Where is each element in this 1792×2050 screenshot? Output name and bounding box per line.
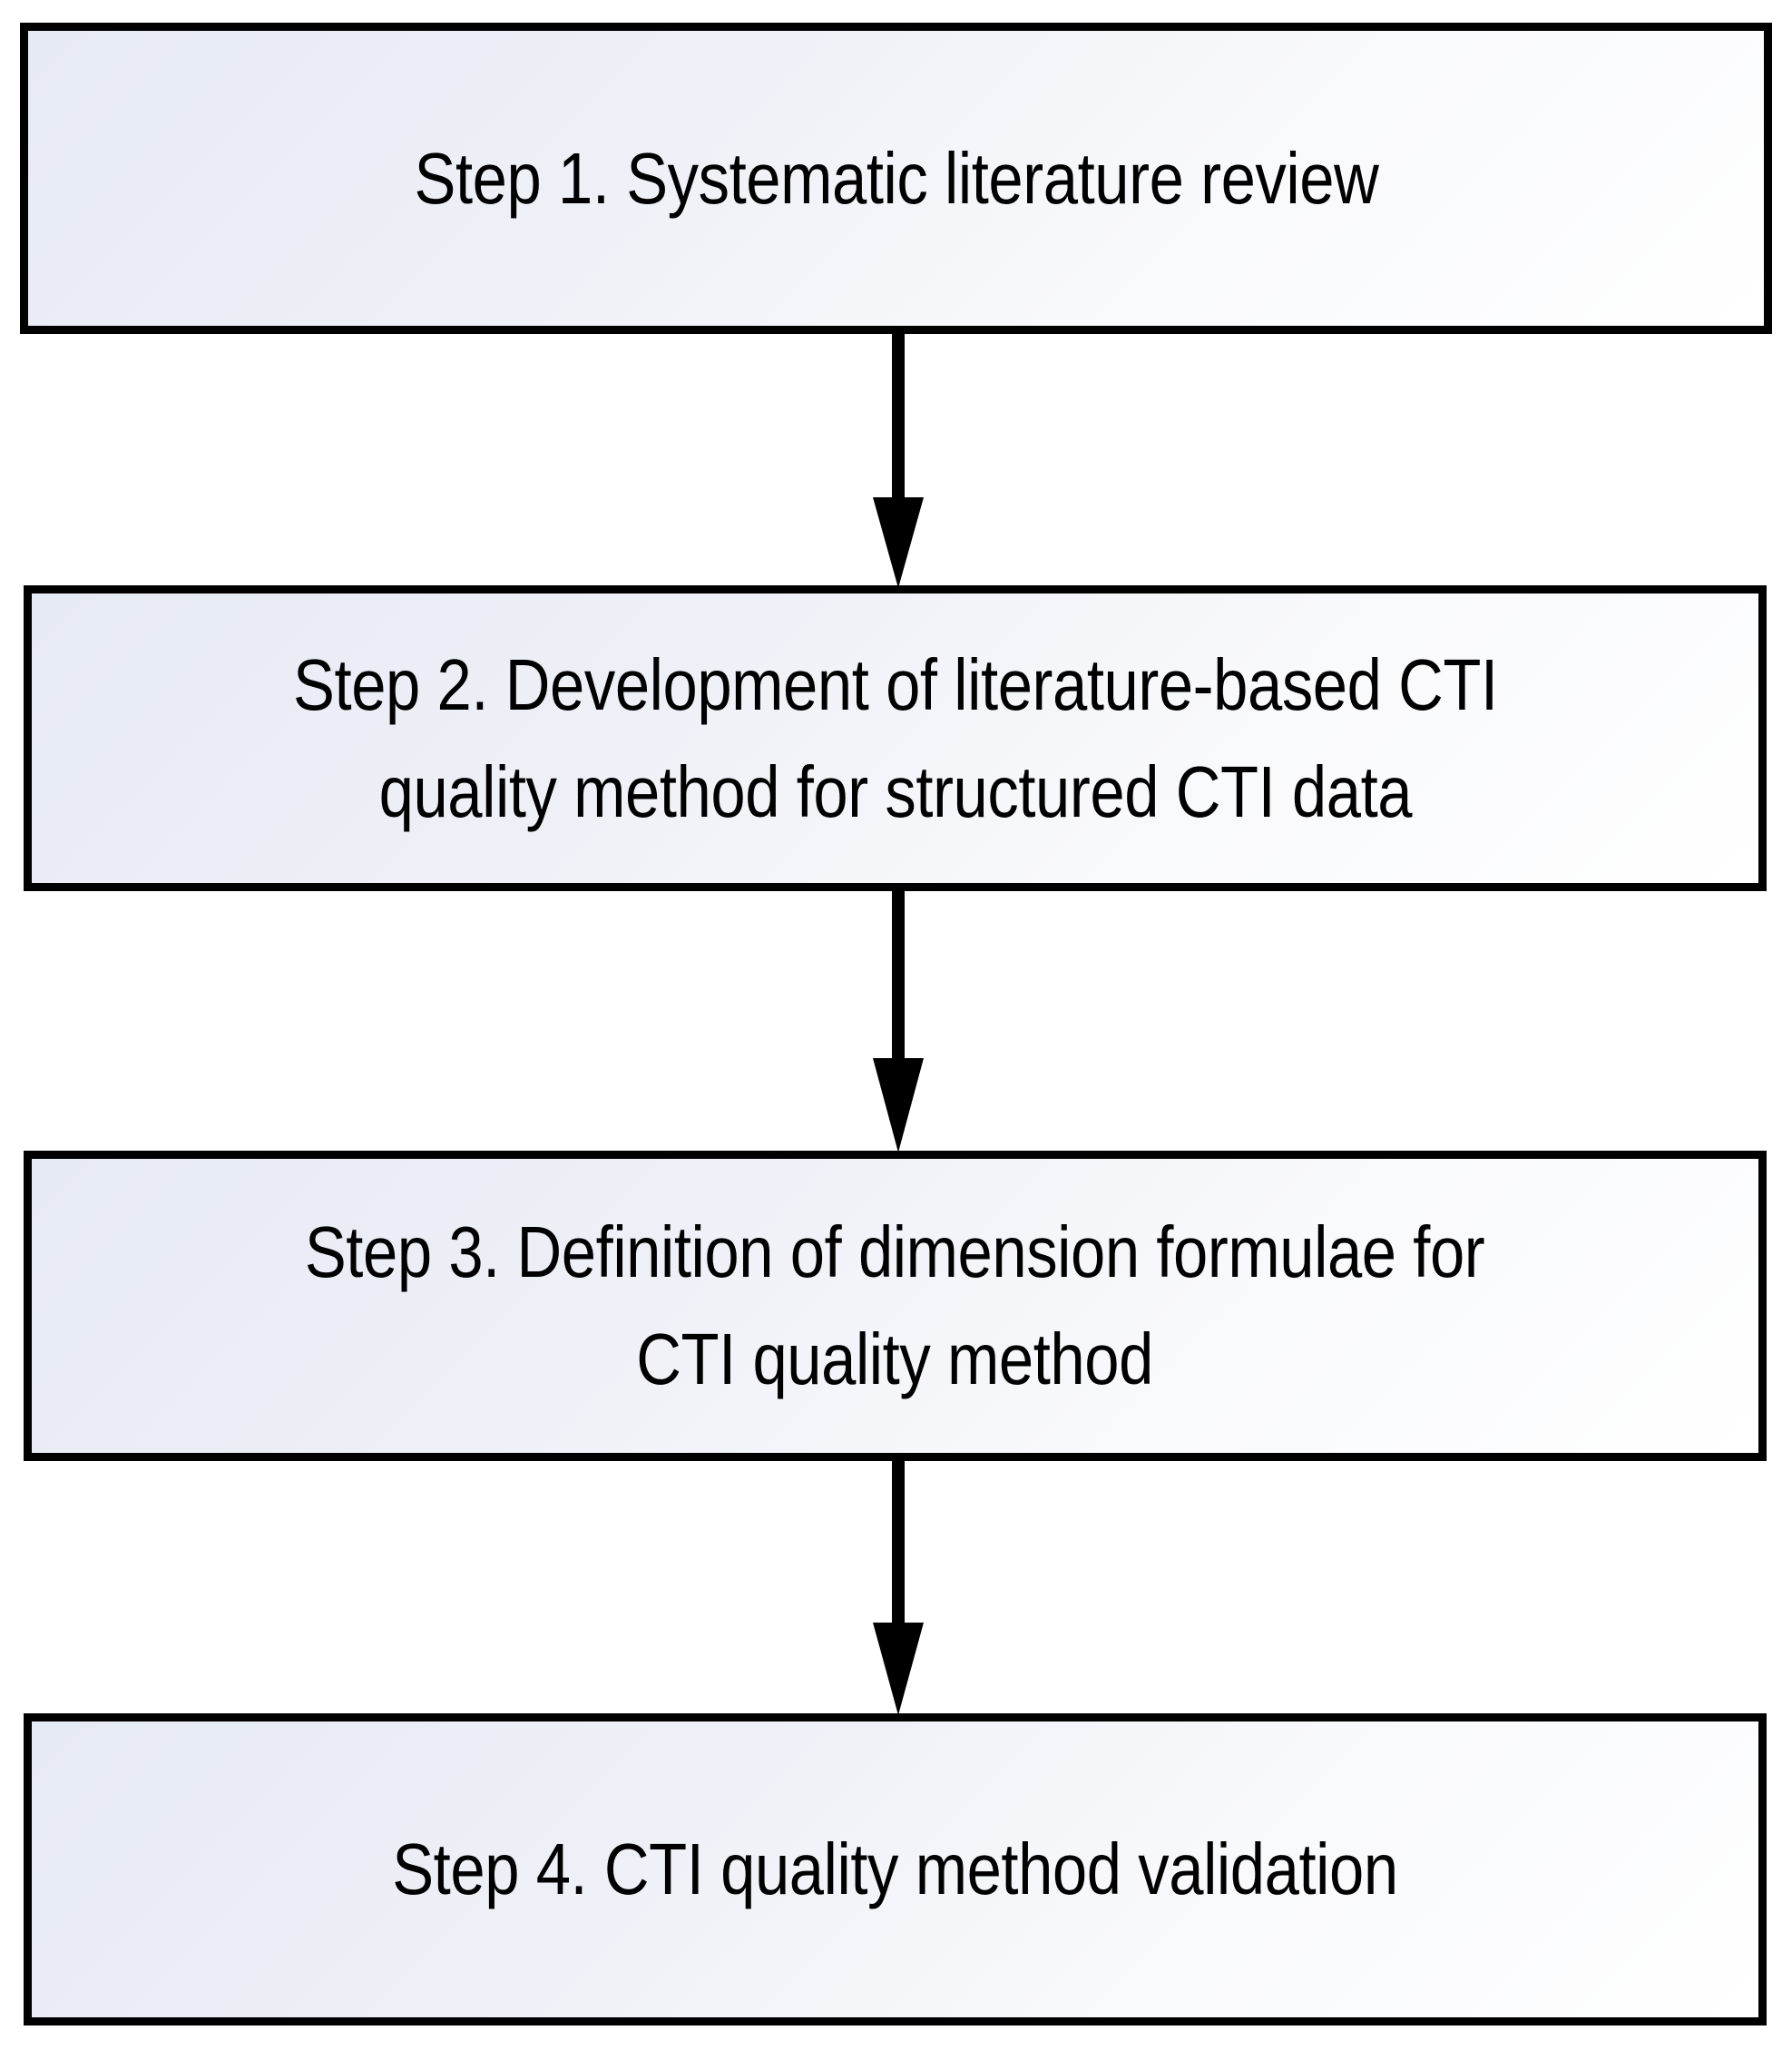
flowchart-node-step-2: Step 2. Development of literature-based … — [24, 585, 1767, 891]
arrowhead-down-icon — [873, 1623, 924, 1715]
flowchart-arrow-step-3-to-step-4 — [873, 1459, 924, 1715]
arrow-shaft — [892, 1459, 905, 1623]
flowchart-node-step-3: Step 3. Definition of dimension formulae… — [24, 1151, 1767, 1461]
flowchart-arrow-step-2-to-step-3 — [873, 889, 924, 1153]
flowchart-node-step-4: Step 4. CTI quality method validation — [24, 1713, 1767, 2025]
arrowhead-down-icon — [873, 497, 924, 588]
flowchart-node-step-1-label: Step 1. Systematic literature review — [414, 137, 1378, 219]
flowchart-arrow-step-1-to-step-2 — [873, 332, 924, 588]
arrow-shaft — [892, 332, 905, 497]
flowchart-node-step-3-label: Step 3. Definition of dimension formulae… — [305, 1211, 1485, 1399]
arrowhead-down-icon — [873, 1058, 924, 1153]
arrow-shaft — [892, 889, 905, 1058]
flowchart-node-step-2-label: Step 2. Development of literature-based … — [292, 643, 1498, 832]
flowchart-node-step-1: Step 1. Systematic literature review — [20, 23, 1772, 334]
flowchart-node-step-4-label: Step 4. CTI quality method validation — [392, 1829, 1398, 1909]
